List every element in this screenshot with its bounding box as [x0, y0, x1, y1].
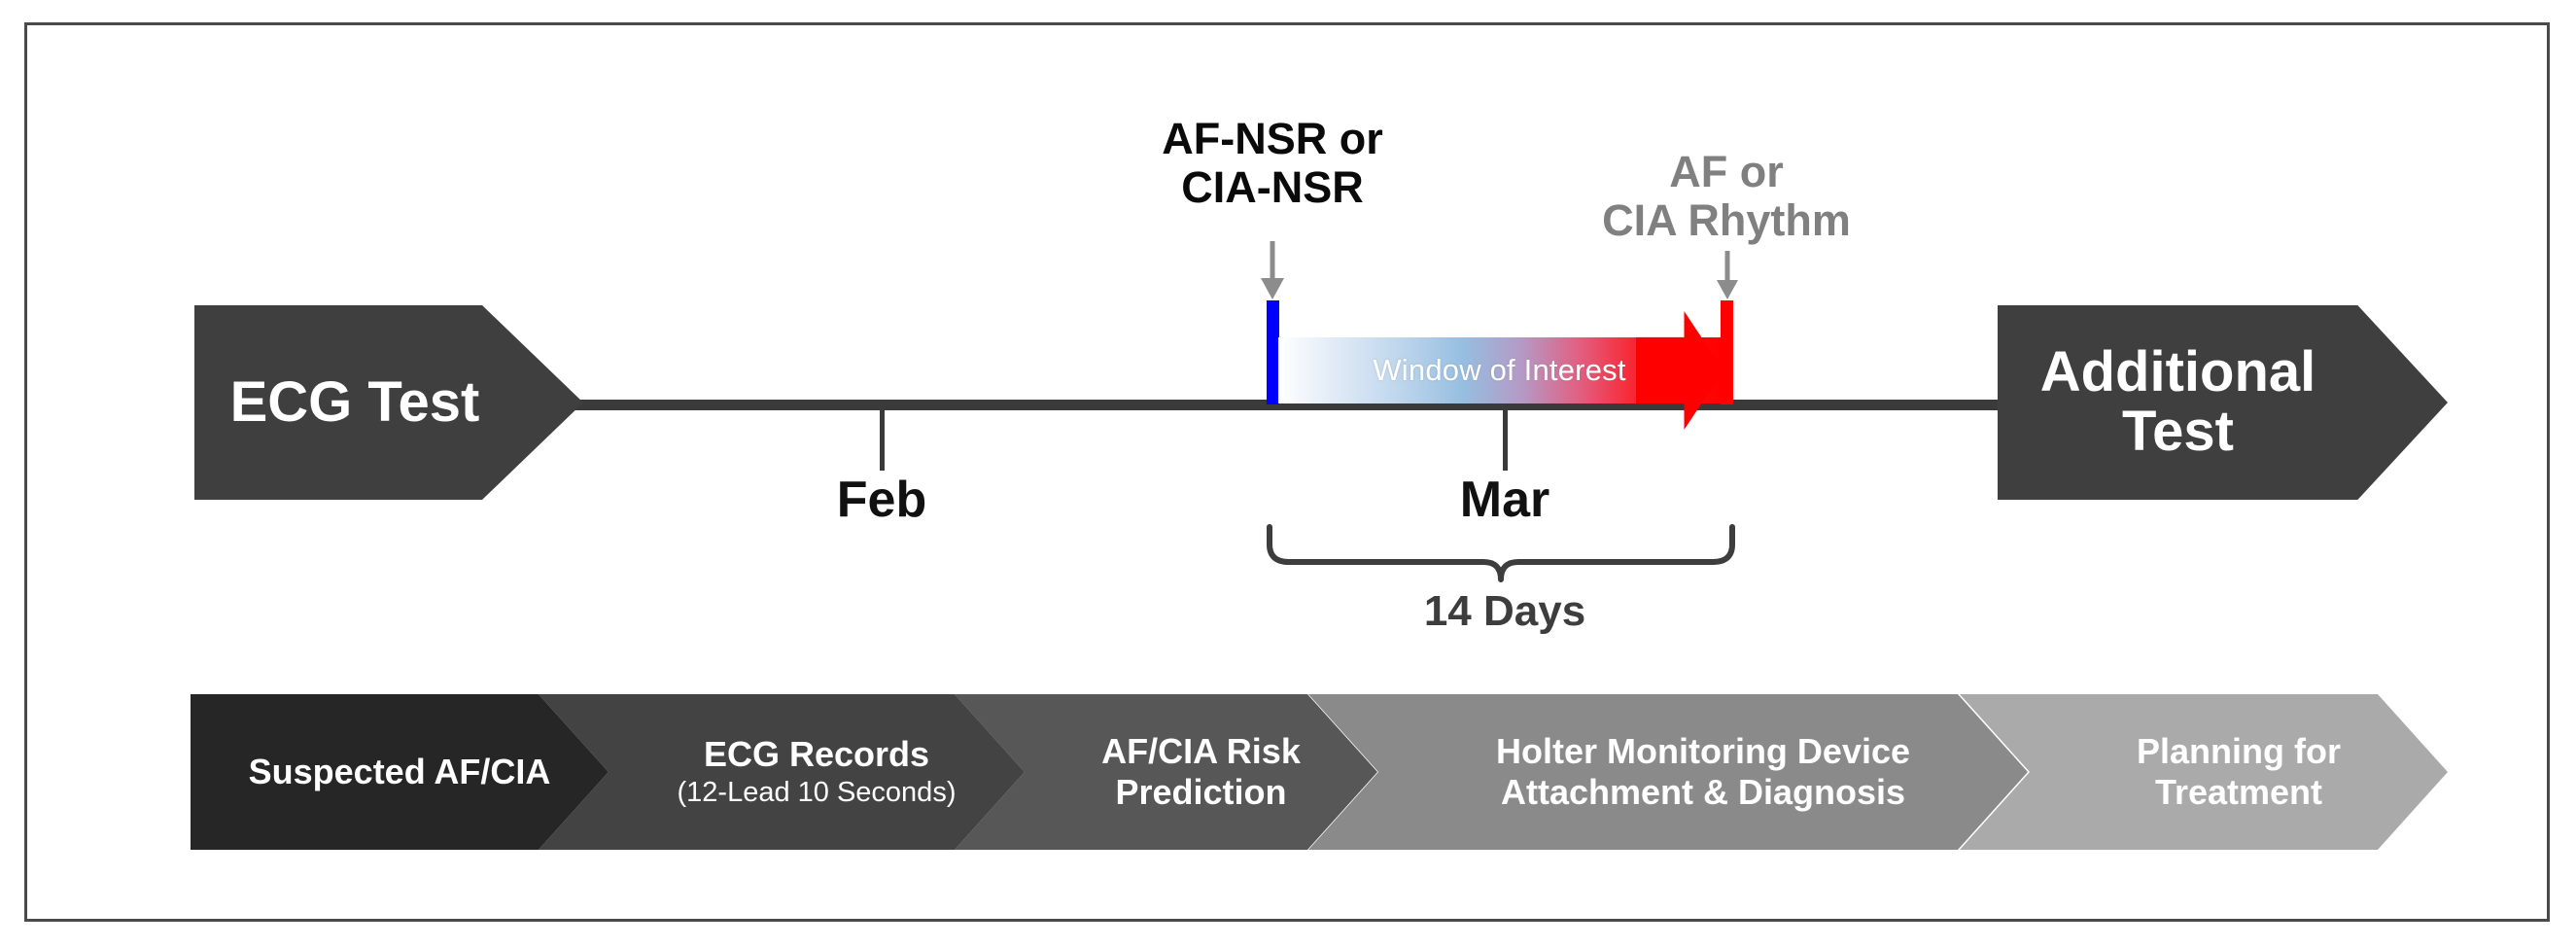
down-arrow-icon-window-start	[1261, 241, 1284, 299]
event-caption-window-start-line1: AF-NSR or	[1162, 114, 1383, 163]
event-caption-window-start-line2: CIA-NSR	[1181, 162, 1364, 213]
stage-additional-test-label-line2: Test	[2122, 400, 2234, 463]
event-marker-window-end	[1721, 300, 1733, 404]
process-step-ecg-records[interactable]: ECG Records (12-Lead 10 Seconds)	[539, 694, 1025, 850]
tick-line-mar	[1503, 404, 1508, 471]
process-step-label-4b: Attachment & Diagnosis	[1500, 772, 1906, 812]
figure-frame: ECG Test Additional Test Feb Mar AF-NSR …	[24, 22, 2550, 922]
down-arrow-icon-window-end	[1717, 251, 1738, 299]
process-step-label-1: Suspected AF/CIA	[248, 751, 551, 791]
duration-label: 14 Days	[1423, 587, 1586, 635]
process-step-label-5b: Treatment	[2154, 772, 2323, 812]
stage-ecg-test[interactable]: ECG Test	[194, 305, 583, 500]
process-step-sublabel-2: (12-Lead 10 Seconds)	[677, 776, 957, 808]
tick-line-feb	[880, 404, 885, 471]
timeline-axis	[445, 400, 2020, 410]
process-step-label-3a: AF/CIA Risk	[1101, 730, 1301, 771]
event-marker-window-start	[1267, 300, 1279, 404]
process-step-label-3b: Prediction	[1115, 772, 1287, 812]
process-step-label-5a: Planning for	[2137, 730, 2341, 771]
process-step-suspected-af-cia[interactable]: Suspected AF/CIA	[191, 694, 609, 850]
window-of-interest-label: Window of Interest	[1373, 353, 1626, 387]
event-caption-window-end-line2: CIA Rhythm	[1602, 195, 1851, 246]
stage-additional-test-label-line1: Additional	[2039, 340, 2316, 404]
tick-label-feb: Feb	[836, 472, 927, 528]
process-flow-bar: Suspected AF/CIA ECG Records (12-Lead 10…	[191, 694, 2448, 850]
process-step-risk-prediction[interactable]: AF/CIA Risk Prediction	[955, 694, 1377, 850]
tick-label-mar: Mar	[1459, 472, 1550, 528]
event-caption-window-start: AF-NSR or CIA-NSR	[1162, 114, 1383, 213]
stage-additional-test[interactable]: Additional Test	[1998, 305, 2448, 500]
process-step-label-2: ECG Records	[703, 734, 930, 775]
event-caption-window-end: AF or CIA Rhythm	[1602, 147, 1851, 246]
process-step-holter-monitoring[interactable]: Holter Monitoring Device Attachment & Di…	[1308, 694, 2028, 850]
process-step-planning-treatment[interactable]: Planning for Treatment	[1960, 694, 2448, 850]
duration-brace	[1264, 523, 1738, 591]
stage-additional-test-label: Additional Test	[2039, 340, 2316, 463]
event-caption-window-end-line1: AF or	[1669, 147, 1784, 196]
process-step-label-4a: Holter Monitoring Device	[1495, 730, 1911, 771]
stage-ecg-test-label: ECG Test	[229, 369, 480, 434]
